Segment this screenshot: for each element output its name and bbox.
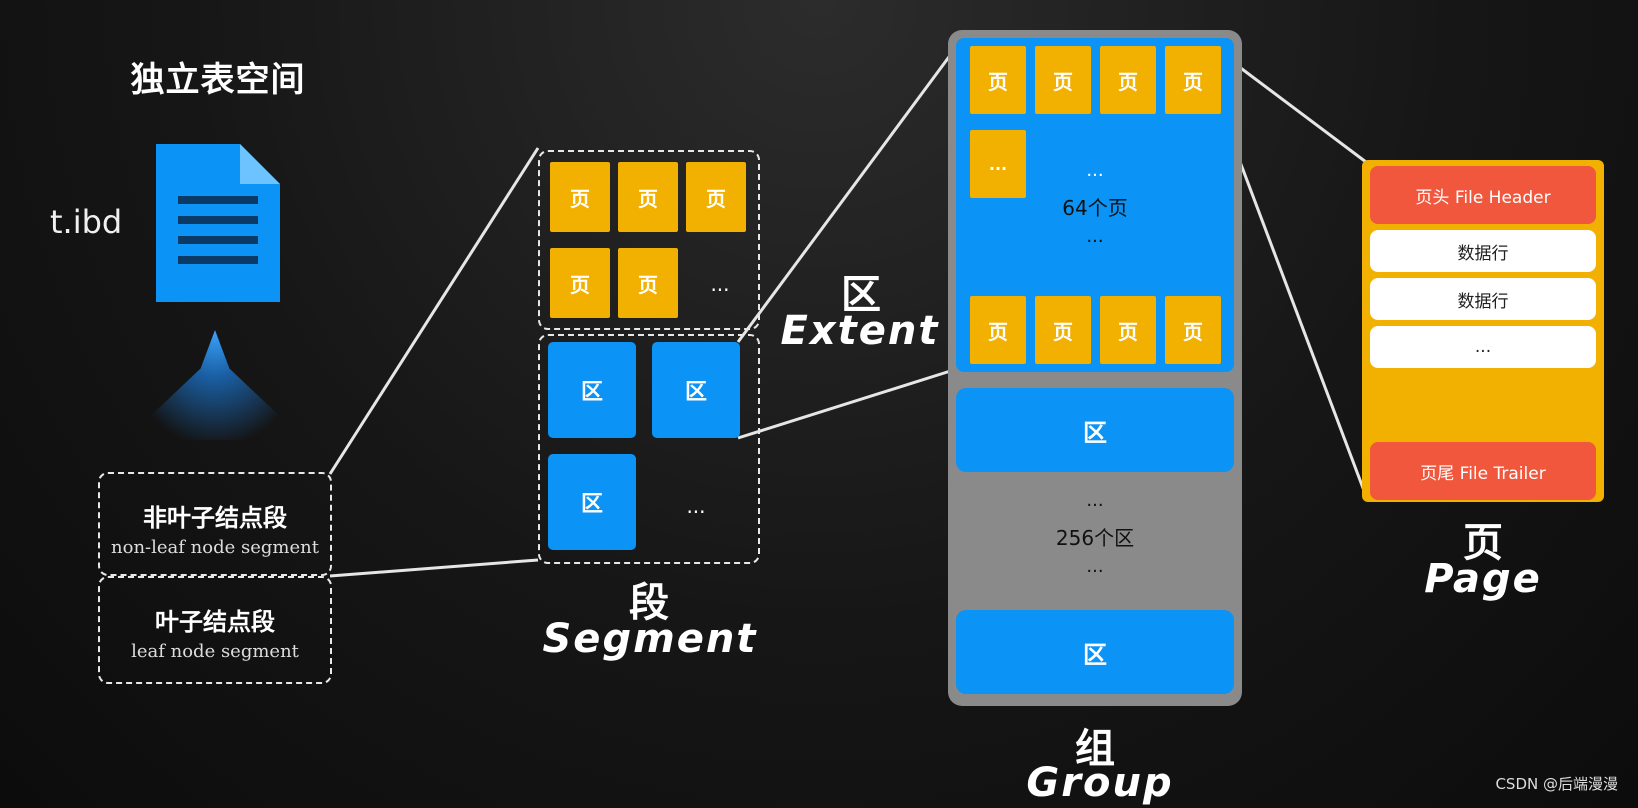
segment-extents-ellipsis: ...	[686, 494, 706, 518]
group-extents-ellipsis-top: ...	[1086, 490, 1104, 511]
page-caption-zh: 页	[1463, 520, 1503, 566]
connector-page-top	[1221, 52, 1367, 164]
segment-extent: 区	[548, 342, 636, 438]
connector-segment-bottom	[329, 558, 539, 578]
group-page: 页	[1100, 46, 1156, 114]
group-page: 页	[1165, 296, 1221, 364]
group-page: 页	[1165, 46, 1221, 114]
group-page: 页	[970, 46, 1026, 114]
group-extents-ellipsis-bottom: ...	[1086, 556, 1104, 577]
connector-segment-top	[328, 147, 540, 475]
segment-page: 页	[618, 162, 678, 232]
group-page: 页	[1035, 46, 1091, 114]
non-leaf-segment: 非叶子结点段 non-leaf node segment	[98, 472, 332, 576]
non-leaf-segment-zh: 非叶子结点段	[143, 504, 287, 532]
group-caption-en: Group	[1026, 760, 1174, 806]
page-caption-en: Page	[1424, 556, 1542, 602]
group-caption-zh: 组	[1075, 726, 1115, 772]
non-leaf-segment-en: non-leaf node segment	[111, 537, 319, 558]
page-file-header: 页头 File Header	[1370, 166, 1596, 224]
watermark: CSDN @后端漫漫	[1495, 775, 1618, 793]
group-extent: 区	[956, 388, 1234, 472]
extent-caption-en: Extent	[780, 308, 940, 354]
group-page-ellipsis-cell: ...	[970, 130, 1026, 198]
group-pages-count: 64个页	[1062, 196, 1128, 220]
page-file-trailer: 页尾 File Trailer	[1370, 442, 1596, 500]
group-extent: 区	[956, 610, 1234, 694]
segment-pages-box	[538, 150, 760, 330]
connector-page-bottom	[1220, 113, 1368, 497]
segment-extent: 区	[652, 342, 740, 438]
segment-caption-en: Segment	[542, 616, 758, 662]
segment-page: 页	[618, 248, 678, 318]
segment-page: 页	[550, 162, 610, 232]
group-pages-ellipsis-top: ...	[1086, 160, 1104, 181]
page-rows-ellipsis: ...	[1370, 326, 1596, 368]
segment-extent: 区	[548, 454, 636, 550]
page-data-row: 数据行	[1370, 230, 1596, 272]
tablespace-title: 独立表空间	[130, 60, 306, 100]
segment-caption-zh: 段	[629, 580, 669, 626]
group-page: 页	[1100, 296, 1156, 364]
page-data-row: 数据行	[1370, 278, 1596, 320]
leaf-segment-zh: 叶子结点段	[155, 608, 275, 636]
leaf-segment-en: leaf node segment	[131, 641, 299, 662]
group-page: 页	[970, 296, 1026, 364]
leaf-segment: 叶子结点段 leaf node segment	[98, 576, 332, 684]
segment-page: 页	[550, 248, 610, 318]
segment-pages-ellipsis: ...	[710, 272, 730, 296]
segment-extents-box	[538, 334, 760, 564]
group-extents-count: 256个区	[1055, 526, 1135, 550]
connector-extent-top	[736, 41, 962, 343]
file-name-label: t.ibd	[50, 203, 123, 241]
connector-extent-bottom	[737, 366, 961, 440]
extent-caption-zh: 区	[841, 272, 881, 318]
group-pages-ellipsis-bottom: ...	[1086, 226, 1104, 247]
document-icon	[156, 144, 280, 302]
segment-page: 页	[686, 162, 746, 232]
group-page: 页	[1035, 296, 1091, 364]
